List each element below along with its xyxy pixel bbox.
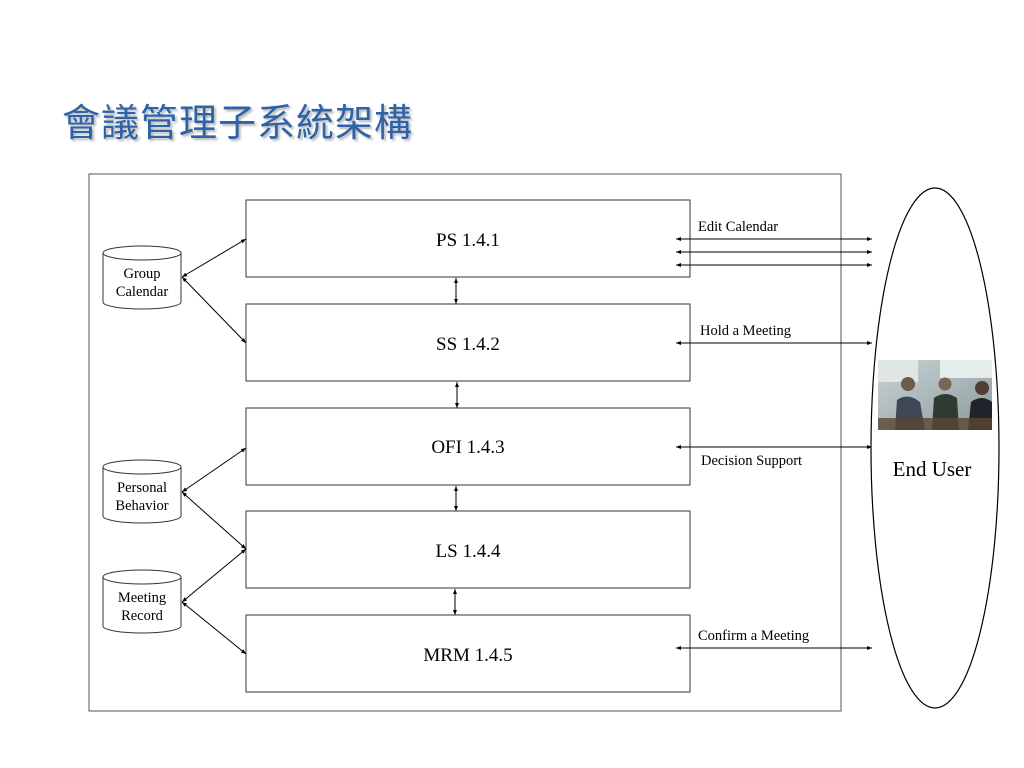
module-ls: LS 1.4.4 bbox=[245, 510, 691, 589]
slide-title: 會議管理子系統架構 bbox=[62, 101, 414, 145]
module-mrm-label: MRM 1.4.5 bbox=[423, 645, 512, 666]
module-mrm: MRM 1.4.5 bbox=[245, 614, 691, 693]
iface-confirm-meeting-label: Confirm a Meeting bbox=[698, 628, 809, 644]
module-ps: PS 1.4.1 bbox=[245, 199, 691, 278]
module-ps-label: PS 1.4.1 bbox=[436, 230, 500, 251]
db-meeting-record-top bbox=[102, 569, 182, 585]
db-meeting-record: Meeting Record bbox=[102, 569, 182, 634]
db-group-calendar-line1: Group bbox=[123, 266, 160, 282]
db-personal-behavior: Personal Behavior bbox=[102, 459, 182, 524]
db-group-calendar-top bbox=[102, 245, 182, 261]
db-personal-behavior-body bbox=[102, 467, 182, 524]
module-ps-box bbox=[245, 199, 691, 278]
arrow-behavior-ofi bbox=[181, 447, 247, 493]
db-group-calendar: Group Calendar bbox=[102, 245, 182, 310]
module-ls-box bbox=[245, 510, 691, 589]
module-ss-box bbox=[245, 303, 691, 382]
arrow-groupcal-ss bbox=[181, 276, 247, 344]
db-personal-behavior-top bbox=[102, 459, 182, 475]
arrow-record-ls bbox=[181, 548, 247, 603]
db-group-calendar-line2: Calendar bbox=[116, 284, 169, 300]
module-ls-label: LS 1.4.4 bbox=[436, 541, 501, 562]
module-ofi-box bbox=[245, 407, 691, 486]
iface-hold-meeting-label: Hold a Meeting bbox=[700, 323, 791, 339]
module-ss-label: SS 1.4.2 bbox=[436, 334, 500, 355]
iface-decision-support-label: Decision Support bbox=[701, 453, 802, 469]
db-group-calendar-body bbox=[102, 253, 182, 310]
end-user-actor: End User bbox=[870, 187, 1000, 709]
module-mrm-box bbox=[245, 614, 691, 693]
module-ofi-label: OFI 1.4.3 bbox=[431, 437, 504, 458]
system-boundary bbox=[88, 173, 842, 712]
db-personal-behavior-line1: Personal bbox=[117, 480, 167, 496]
db-meeting-record-body bbox=[102, 577, 182, 634]
module-ss: SS 1.4.2 bbox=[245, 303, 691, 382]
arrow-behavior-ls bbox=[181, 491, 247, 550]
people-meeting-photo-icon bbox=[878, 360, 992, 430]
db-meeting-record-line1: Meeting bbox=[118, 590, 166, 606]
db-meeting-record-line2: Record bbox=[121, 608, 164, 624]
end-user-ellipse bbox=[870, 187, 1000, 709]
arrow-groupcal-ps bbox=[181, 238, 247, 278]
iface-edit-calendar-label: Edit Calendar bbox=[698, 219, 778, 235]
end-user-label: End User bbox=[893, 457, 972, 481]
db-personal-behavior-line2: Behavior bbox=[115, 498, 168, 514]
arrow-record-mrm bbox=[181, 601, 247, 655]
module-ofi: OFI 1.4.3 bbox=[245, 407, 691, 486]
